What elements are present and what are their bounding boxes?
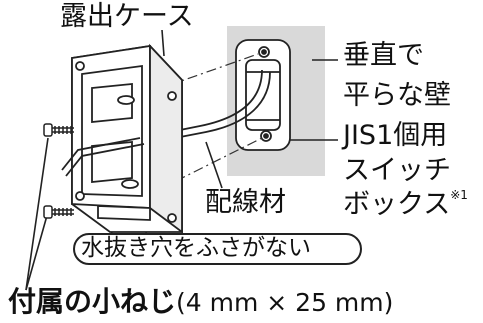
exposed-case <box>61 43 183 234</box>
screw-icon <box>43 123 74 137</box>
box-label-line2: スイッチ <box>343 155 451 186</box>
screw-name: 付属の小ねじ <box>8 285 177 318</box>
drain-note-frame <box>73 233 362 265</box>
alignment-lines <box>149 53 263 191</box>
box-label-text: ボックス <box>343 189 451 220</box>
box-footnote-mark: ※1 <box>450 188 468 202</box>
box-label-line1: JIS1個用 <box>343 120 448 151</box>
wiring-cable <box>139 69 271 145</box>
box-label-line3: ボックス※1 <box>343 188 468 220</box>
switch-box <box>235 39 291 151</box>
screw-size: (4 mm × 25 mm) <box>176 288 394 317</box>
exposed-case-label: 露出ケース <box>60 1 194 32</box>
wall-label-line1: 垂直で <box>343 40 424 71</box>
screw-label: 付属の小ねじ(4 mm × 25 mm) <box>8 288 393 316</box>
screw-icon <box>43 205 74 219</box>
wiring-label: 配線材 <box>205 187 286 218</box>
wall-label-line2: 平らな壁 <box>343 80 451 111</box>
drain-note-label: 水抜き穴をふさがない <box>81 235 311 261</box>
